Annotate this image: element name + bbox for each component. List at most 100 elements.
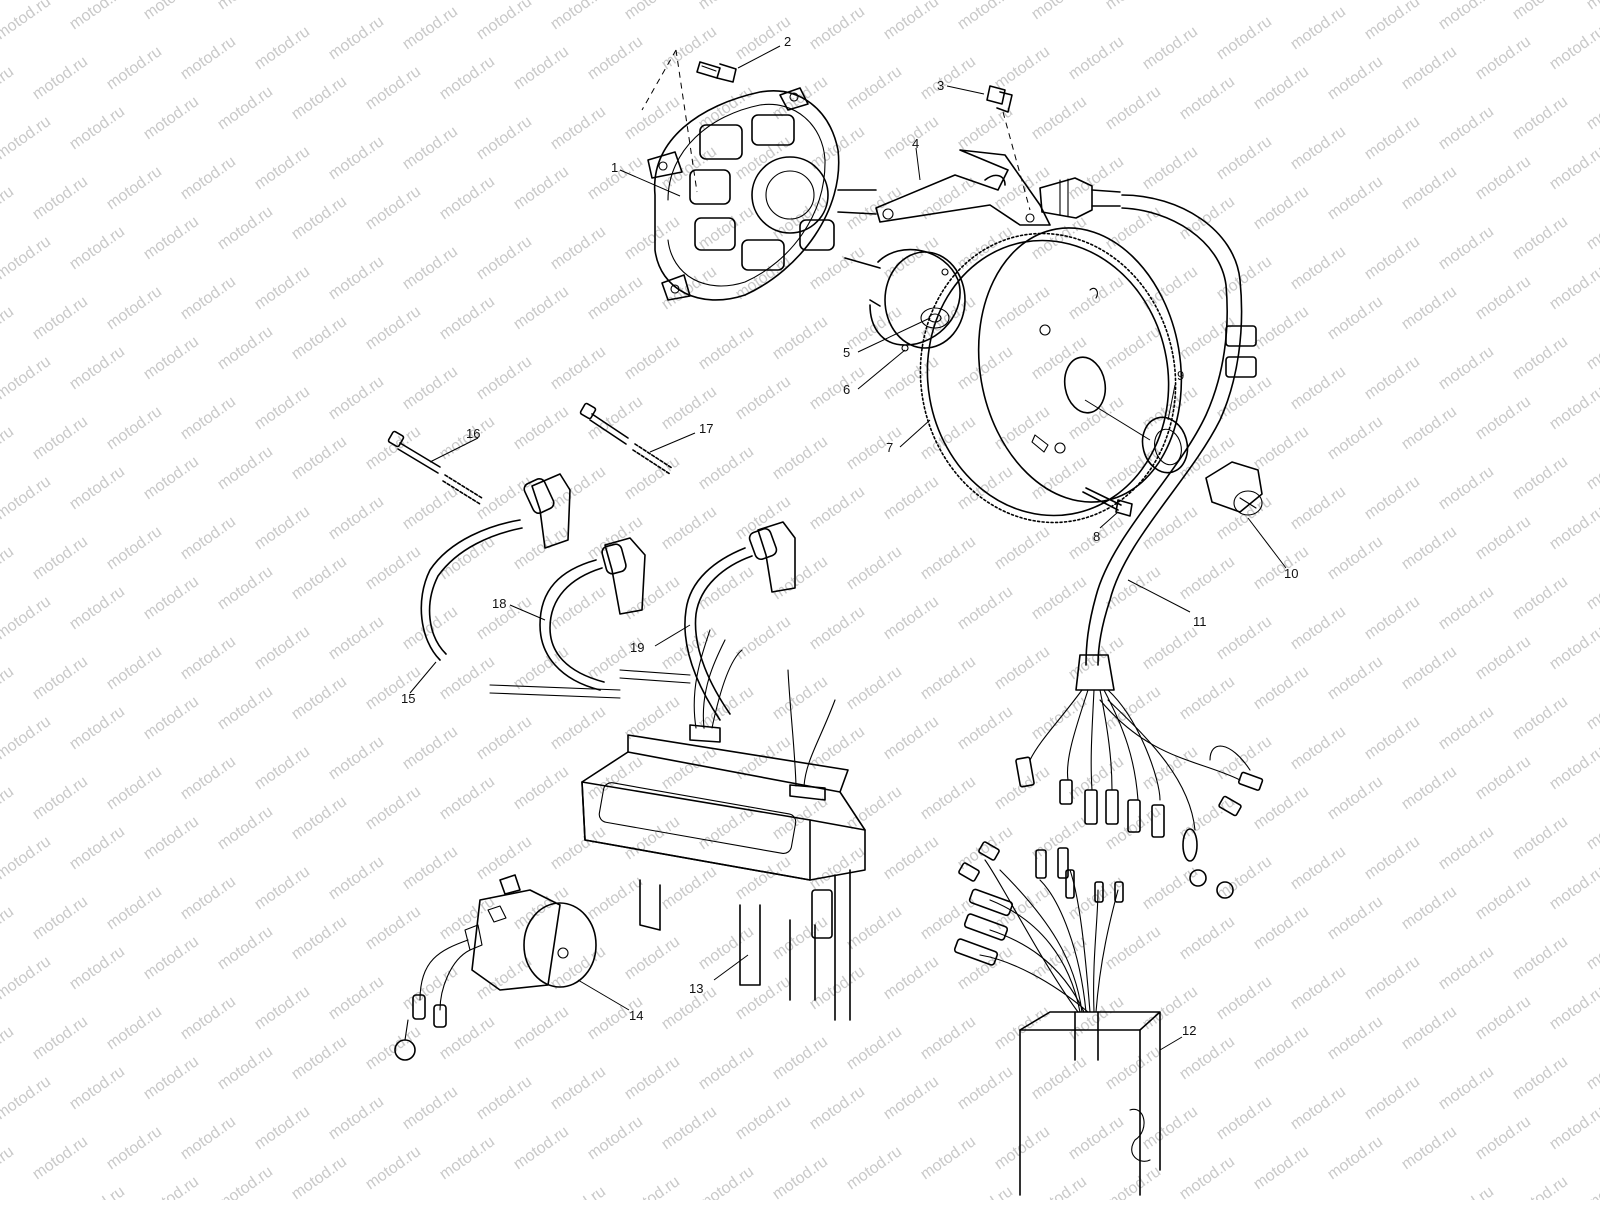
flywheel-part-7 <box>919 227 1183 524</box>
watermark-text: motod.ru <box>1214 853 1275 903</box>
watermark-text: motod.ru <box>881 953 942 1003</box>
watermark-text: motod.ru <box>215 323 276 373</box>
watermark-text: motod.ru <box>67 103 128 153</box>
watermark-text: motod.ru <box>696 1163 757 1200</box>
watermark-text: motod.ru <box>1140 23 1201 73</box>
bracket-part-4 <box>837 149 1121 226</box>
watermark-text: motod.ru <box>141 1053 202 1103</box>
watermark-text: motod.ru <box>881 0 942 43</box>
watermark-text: motod.ru <box>1177 793 1238 843</box>
watermark-text: motod.ru <box>252 383 313 433</box>
watermark-text: motod.ru <box>955 103 1016 153</box>
watermark-text: motod.ru <box>141 333 202 383</box>
watermark-text: motod.ru <box>511 283 572 333</box>
watermark-text: motod.ru <box>1251 1023 1312 1073</box>
watermark-text: motod.ru <box>1362 713 1423 763</box>
watermark-text: motod.ru <box>215 803 276 853</box>
watermark-text: motod.ru <box>400 1083 461 1133</box>
watermark-text: motod.ru <box>1066 33 1127 83</box>
watermark-text: motod.ru <box>178 873 239 923</box>
watermark-text: motod.ru <box>918 653 979 703</box>
watermark-text: motod.ru <box>0 353 54 403</box>
watermark-text: motod.ru <box>1029 93 1090 143</box>
watermark-text: motod.ru <box>955 703 1016 753</box>
watermark-text: motod.ru <box>1177 553 1238 603</box>
watermark-text: motod.ru <box>0 783 17 833</box>
watermark-text: motod.ru <box>252 143 313 193</box>
watermark-text: motod.ru <box>918 53 979 103</box>
watermark-text: motod.ru <box>696 563 757 613</box>
watermark-text: motod.ru <box>770 0 831 3</box>
watermark-text: motod.ru <box>104 403 165 453</box>
watermark-text: motod.ru <box>881 833 942 883</box>
watermark-text: motod.ru <box>215 83 276 133</box>
watermark-text: motod.ru <box>1251 543 1312 593</box>
watermark-text: motod.ru <box>1547 623 1600 673</box>
watermark-text: motod.ru <box>326 613 387 663</box>
watermark-text: motod.ru <box>1029 333 1090 383</box>
watermark-text: motod.ru <box>1325 413 1386 463</box>
watermark-text: motod.ru <box>104 43 165 93</box>
watermark-text: motod.ru <box>1103 1043 1164 1093</box>
watermark-text: motod.ru <box>0 0 54 43</box>
watermark-text: motod.ru <box>1066 633 1127 683</box>
watermark-text: motod.ru <box>807 1083 868 1133</box>
watermark-text: motod.ru <box>1325 653 1386 703</box>
watermark-text: motod.ru <box>1251 1143 1312 1193</box>
watermark-text: motod.ru <box>511 523 572 573</box>
watermark-text: motod.ru <box>844 783 905 833</box>
watermark-text: motod.ru <box>0 303 17 353</box>
watermark-text: motod.ru <box>696 803 757 853</box>
watermark-text: motod.ru <box>992 1123 1053 1173</box>
watermark-text: motod.ru <box>696 443 757 493</box>
watermark-text: motod.ru <box>437 1133 498 1183</box>
watermark-text: motod.ru <box>659 503 720 553</box>
watermark-text: motod.ru <box>1547 263 1600 313</box>
watermark-text: motod.ru <box>104 283 165 333</box>
callout-9: 9 <box>1177 368 1184 383</box>
watermark-text: motod.ru <box>1140 503 1201 553</box>
watermark-text: motod.ru <box>252 263 313 313</box>
watermark-text: motod.ru <box>363 183 424 233</box>
watermark-text: motod.ru <box>67 1063 128 1113</box>
watermark-text: motod.ru <box>1436 223 1497 273</box>
watermark-text: motod.ru <box>1510 933 1571 983</box>
watermark-text: motod.ru <box>1362 353 1423 403</box>
watermark-text: motod.ru <box>1251 63 1312 113</box>
watermark-text: motod.ru <box>437 173 498 223</box>
watermark-text: motod.ru <box>770 1033 831 1083</box>
watermark-text: motod.ru <box>400 843 461 893</box>
watermark-text: motod.ru <box>474 233 535 283</box>
watermark-text: motod.ru <box>844 63 905 113</box>
watermark-text: motod.ru <box>1510 93 1571 143</box>
watermark-text: motod.ru <box>1436 1183 1497 1200</box>
watermark-text: motod.ru <box>326 253 387 303</box>
watermark-text: motod.ru <box>548 0 609 33</box>
watermark-text: motod.ru <box>1547 1103 1600 1153</box>
watermark-text: motod.ru <box>215 563 276 613</box>
watermark-text: motod.ru <box>0 473 54 523</box>
watermark-text: motod.ru <box>1214 613 1275 663</box>
watermark-text: motod.ru <box>289 1153 350 1200</box>
watermark-text: motod.ru <box>1251 183 1312 233</box>
watermark-text: motod.ru <box>881 593 942 643</box>
watermark-text: motod.ru <box>437 293 498 343</box>
watermark-text: motod.ru <box>696 1043 757 1093</box>
watermark-text: motod.ru <box>1325 1013 1386 1063</box>
watermark-text: motod.ru <box>289 313 350 363</box>
watermark-text: motod.ru <box>1029 1173 1090 1200</box>
main-harness-part-12 <box>953 841 1161 1196</box>
watermark-text: motod.ru <box>178 33 239 83</box>
watermark-text: motod.ru <box>326 733 387 783</box>
cdi-module-part-13 <box>581 629 866 1021</box>
watermark-text: motod.ru <box>918 1133 979 1183</box>
callout-19: 19 <box>630 640 644 655</box>
watermark-text: motod.ru <box>363 543 424 593</box>
callout-12: 12 <box>1182 1023 1196 1038</box>
watermark-text: motod.ru <box>1103 1163 1164 1200</box>
watermark-text: motod.ru <box>141 213 202 263</box>
watermark-text: motod.ru <box>622 933 683 983</box>
watermark-text: motod.ru <box>844 1143 905 1193</box>
watermark-text: motod.ru <box>1288 243 1349 293</box>
